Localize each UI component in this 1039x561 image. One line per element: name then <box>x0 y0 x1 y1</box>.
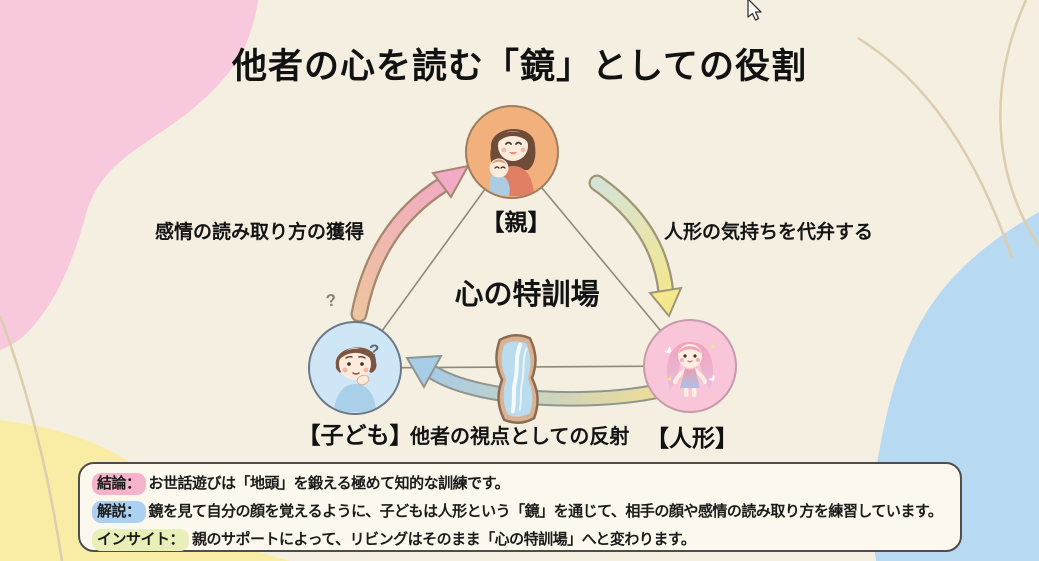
sparkle-icons <box>664 343 716 382</box>
summary-line-explanation: 解説：鏡を見て自分の顔を覚えるように、子どもは人形という「鏡」を通じて、相手の顔… <box>92 498 948 526</box>
child-label: 【子ども】 <box>297 422 413 448</box>
question-mark-inner: ? <box>369 341 379 360</box>
insight-text: 親のサポートによって、リビングはそのまま「心の特訓場」へと変わります。 <box>192 531 696 548</box>
arrow-parent-to-doll <box>588 174 683 318</box>
arrow-label-parent-to-doll: 人形の気持ちを代弁する <box>664 222 874 243</box>
conclusion-text: お世話遊びは「地頭」を鍛える極めて知的な訓練です。 <box>148 475 510 492</box>
parent-node <box>464 104 560 200</box>
page-title: 他者の心を読む「鏡」としての役割 <box>232 47 807 86</box>
arrow-doll-to-child <box>405 354 661 407</box>
thinking-boy-icon: ? <box>308 321 402 415</box>
child-node: ? <box>307 320 403 416</box>
center-label: 心の特訓場 <box>454 279 600 311</box>
summary-line-conclusion: 結論：お世話遊びは「地頭」を鍛える極めて知的な訓練です。 <box>92 470 948 498</box>
mirror-icon <box>490 332 545 426</box>
doll-icon <box>643 319 737 413</box>
mouse-cursor-icon <box>742 0 764 23</box>
doll-node <box>642 318 738 414</box>
conclusion-tag: 結論： <box>92 473 146 495</box>
arrow-child-to-parent <box>350 164 470 323</box>
summary-line-insight: インサイト：親のサポートによって、リビングはそのまま「心の特訓場」へと変わります… <box>92 526 948 554</box>
arrow-label-doll-to-child: 他者の視点としての反射 <box>410 426 630 448</box>
explanation-text: 鏡を見て自分の顔を覚えるように、子どもは人形という「鏡」を通じて、相手の顔や感情… <box>148 503 943 520</box>
parent-label: 【親】 <box>481 209 551 235</box>
arrow-label-child-to-parent: 感情の読み取り方の獲得 <box>155 222 365 243</box>
doll-label: 【人形】 <box>646 425 738 451</box>
summary-box: 結論：お世話遊びは「地頭」を鍛える極めて知的な訓練です。 解説：鏡を見て自分の顔… <box>78 462 962 552</box>
insight-tag: インサイト： <box>92 529 190 551</box>
mother-with-baby-icon <box>465 105 559 199</box>
pink-blob <box>0 0 258 350</box>
explanation-tag: 解説： <box>92 501 146 523</box>
